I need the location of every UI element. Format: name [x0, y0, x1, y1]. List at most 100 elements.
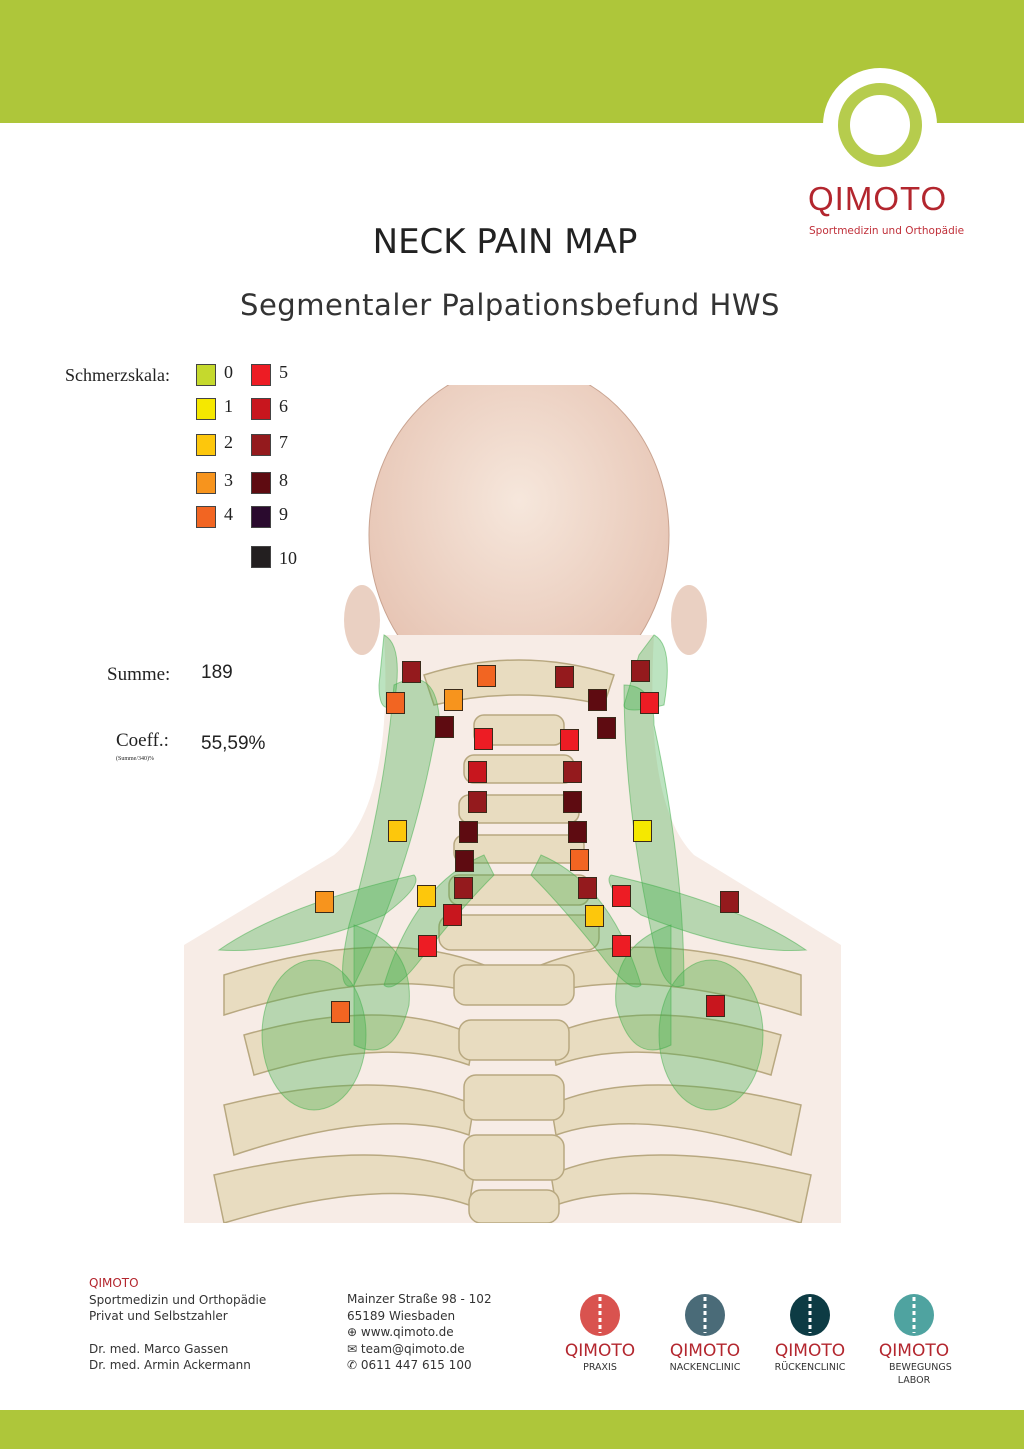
pain-marker-level-1 — [633, 820, 652, 842]
brand-sub: NACKENCLINIC — [669, 1362, 741, 1373]
pain-marker-level-5 — [418, 935, 437, 957]
legend-value: 8 — [279, 470, 288, 490]
brand-name: QIMOTO — [774, 1341, 846, 1361]
neck-anatomy-figure — [184, 364, 841, 1224]
pain-marker-level-7 — [555, 666, 574, 688]
brand-name: QIMOTO — [669, 1341, 741, 1361]
legend-swatch-2 — [196, 434, 216, 456]
footer-contact: Mainzer Straße 98 - 102 65189 Wiesbaden … — [347, 1291, 492, 1374]
doctor-name: Dr. med. Marco Gassen — [89, 1341, 229, 1356]
legend-value: 4 — [224, 504, 233, 524]
legend-value: 7 — [279, 432, 288, 452]
legend-value: 0 — [224, 362, 233, 382]
pain-marker-level-5 — [612, 885, 631, 907]
legend-swatch-6 — [251, 398, 271, 420]
brand-emblem-icon — [790, 1294, 830, 1336]
coeff-value: 55,59% — [201, 733, 266, 754]
pain-marker-level-5 — [560, 729, 579, 751]
pain-marker-level-8 — [588, 689, 607, 711]
phone-icon: ✆ — [347, 1358, 358, 1372]
pain-marker-level-6 — [443, 904, 462, 926]
logo-tagline: Sportmedizin und Orthopädie — [809, 225, 965, 237]
logo-enso-icon — [838, 83, 922, 167]
envelope-icon: ✉ — [347, 1341, 358, 1356]
legend-value: 10 — [279, 548, 297, 568]
legend-value: 3 — [224, 470, 233, 490]
legend-value: 9 — [279, 504, 288, 524]
pain-marker-level-2 — [417, 885, 436, 907]
pain-marker-level-7 — [468, 791, 487, 813]
legend-swatch-3 — [196, 472, 216, 494]
website-text: www.qimoto.de — [360, 1325, 454, 1339]
pain-marker-level-8 — [435, 716, 454, 738]
pain-marker-level-4 — [386, 692, 405, 714]
email-link[interactable]: ✉ team@qimoto.de — [347, 1341, 492, 1358]
pain-marker-level-2 — [585, 905, 604, 927]
logo-wordmark: QIMOTO — [808, 180, 948, 217]
address-city: 65189 Wiesbaden — [347, 1308, 456, 1323]
coeff-label: Coeff.: — [116, 730, 169, 751]
legend-value: 6 — [279, 396, 288, 416]
pain-marker-level-3 — [444, 689, 463, 711]
globe-icon: ⊕ — [347, 1325, 358, 1339]
legend-swatch-8 — [251, 472, 271, 494]
brand-emblem-icon — [580, 1294, 620, 1336]
phone-text: 0611 447 615 100 — [360, 1358, 472, 1372]
footer-band — [0, 1410, 1024, 1449]
pain-marker-level-5 — [640, 692, 659, 714]
legend-swatch-4 — [196, 506, 216, 528]
legend-swatch-1 — [196, 398, 216, 420]
page-title: NECK PAIN MAP — [372, 222, 638, 262]
brand-sub: PRAXIS — [583, 1362, 617, 1373]
footer-org: QIMOTO — [89, 1276, 139, 1290]
pain-marker-level-8 — [455, 850, 474, 872]
pain-marker-level-4 — [331, 1001, 350, 1023]
address-street: Mainzer Straße 98 - 102 — [347, 1292, 492, 1306]
pain-marker-level-4 — [570, 849, 589, 871]
phone-link[interactable]: ✆ 0611 447 615 100 — [347, 1357, 492, 1374]
legend-value: 1 — [224, 396, 233, 416]
pain-marker-level-2 — [388, 820, 407, 842]
pain-marker-level-4 — [477, 665, 496, 687]
pain-marker-level-7 — [454, 877, 473, 899]
brand-name: QIMOTO — [878, 1341, 950, 1361]
anatomy-illustration — [184, 364, 841, 1224]
brand-name: QIMOTO — [564, 1341, 636, 1361]
legend-swatch-9 — [251, 506, 271, 528]
footer-line: Privat und Selbstzahler — [89, 1309, 228, 1323]
pain-marker-level-8 — [459, 821, 478, 843]
sum-value: 189 — [201, 662, 233, 683]
legend-label: Schmerzskala: — [65, 365, 170, 385]
legend-swatch-0 — [196, 364, 216, 386]
pain-marker-level-3 — [315, 891, 334, 913]
pain-marker-level-8 — [568, 821, 587, 843]
pain-marker-level-8 — [563, 791, 582, 813]
pain-marker-level-8 — [597, 717, 616, 739]
website-link[interactable]: ⊕ www.qimoto.de — [347, 1324, 492, 1341]
pain-marker-level-5 — [474, 728, 493, 750]
brand-sub: BEWEGUNGS LABOR — [889, 1362, 952, 1386]
pain-marker-level-7 — [578, 877, 597, 899]
email-text: team@qimoto.de — [360, 1341, 465, 1356]
pain-marker-level-7 — [563, 761, 582, 783]
sum-label: Summe: — [107, 664, 171, 685]
legend-swatch-7 — [251, 434, 271, 456]
brand-emblem-icon — [685, 1294, 725, 1336]
coeff-formula: (Summe/340)% — [116, 756, 154, 762]
brand-sub: RÜCKENCLINIC — [774, 1362, 846, 1373]
page-subtitle: Segmentaler Palpationsbefund HWS — [240, 288, 780, 322]
pain-marker-level-6 — [706, 995, 725, 1017]
doctor-name: Dr. med. Armin Ackermann — [89, 1358, 251, 1372]
footer-practice: QIMOTO Sportmedizin und Orthopädie Priva… — [89, 1275, 266, 1374]
pain-marker-level-7 — [631, 660, 650, 682]
brand-emblem-icon — [894, 1294, 934, 1336]
pain-marker-level-6 — [468, 761, 487, 783]
legend-swatch-5 — [251, 364, 271, 386]
pain-marker-level-5 — [612, 935, 631, 957]
footer-line: Sportmedizin und Orthopädie — [89, 1292, 267, 1307]
pain-marker-level-7 — [402, 661, 421, 683]
